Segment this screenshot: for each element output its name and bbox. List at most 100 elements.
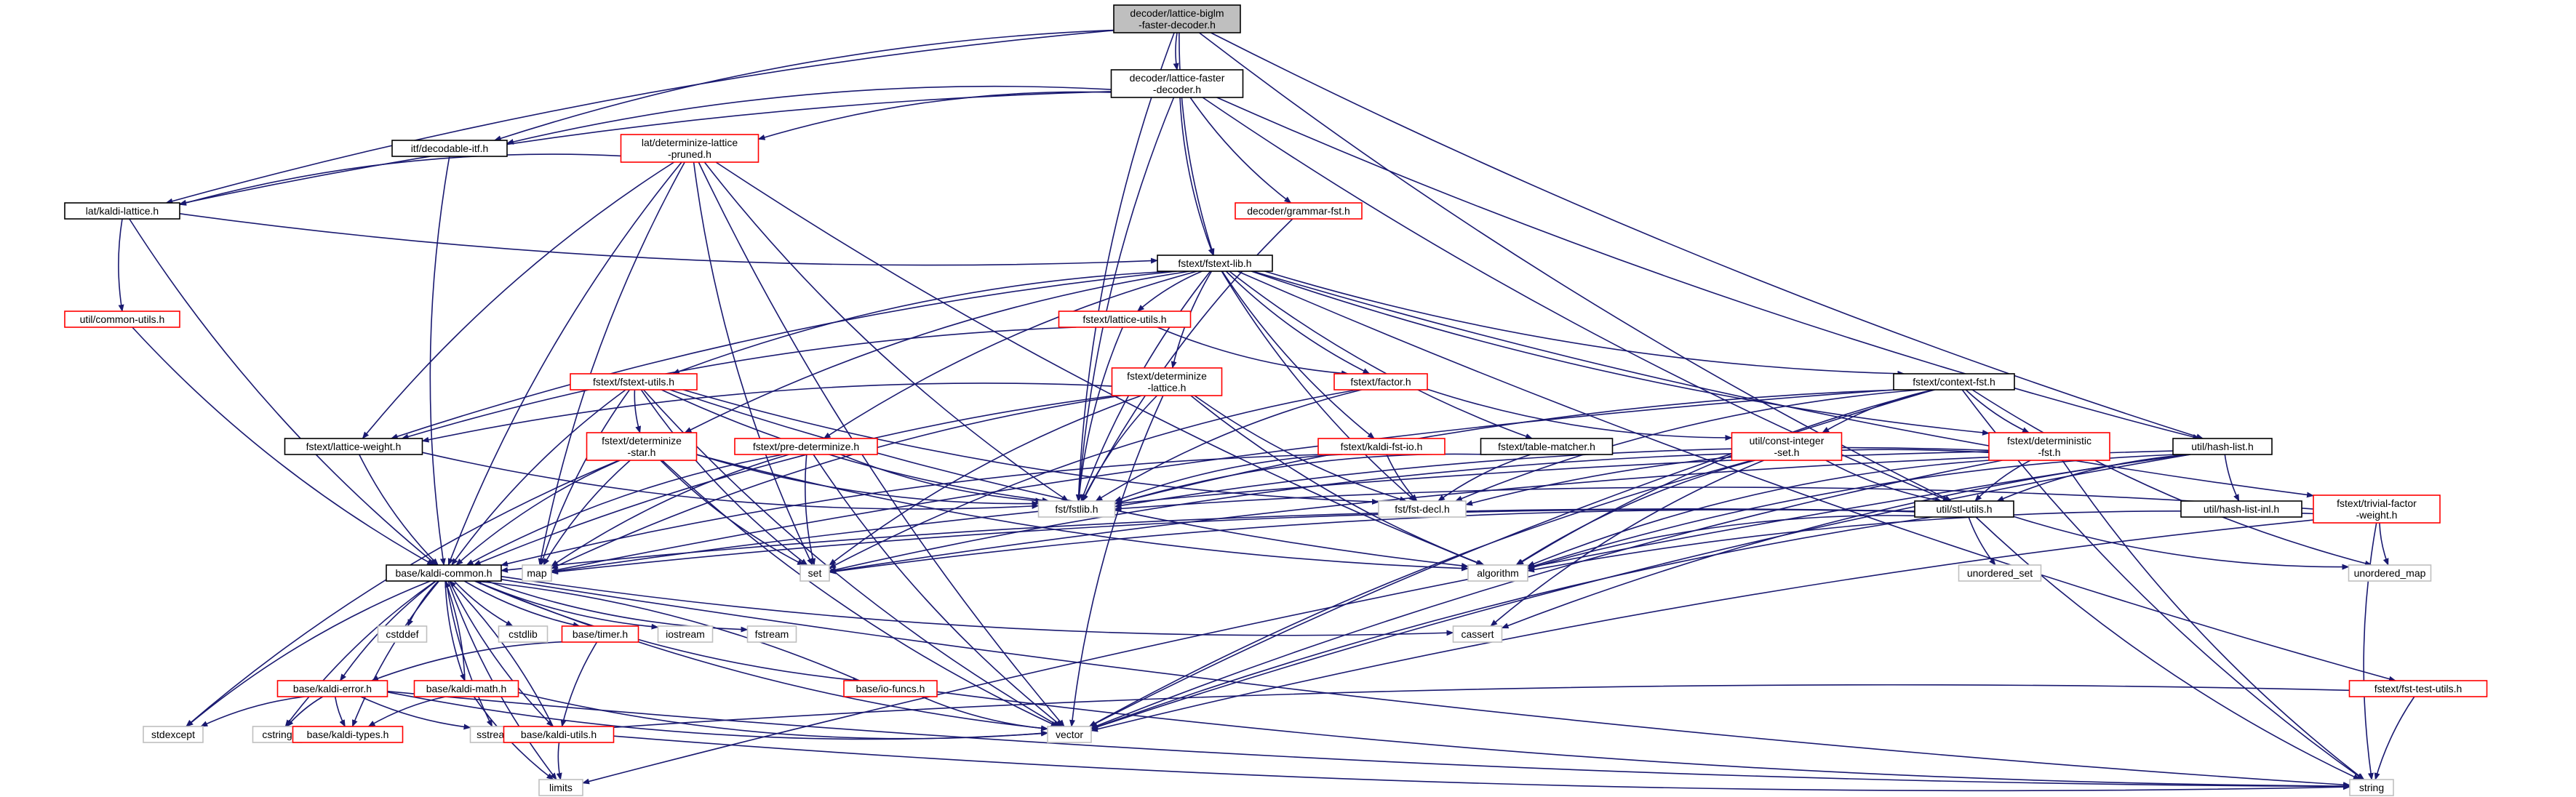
edge-fdet-to-vector xyxy=(1090,460,2003,729)
node-label: fstext/pre-determinize.h xyxy=(753,441,859,452)
node-ftfw[interactable]: fstext/trivial-factor-weight.h xyxy=(2313,494,2441,524)
edge-fdl-to-algorithm xyxy=(1190,395,1485,566)
node-label: util/hash-list.h xyxy=(2191,441,2254,452)
edge-bke-to-sstream xyxy=(360,696,471,730)
node-ffu[interactable]: fstext/fstext-utils.h xyxy=(570,373,698,391)
node-ldlp[interactable]: lat/determinize-lattice-pruned.h xyxy=(620,134,759,163)
node-box xyxy=(276,680,388,697)
node-fkfio[interactable]: fstext/kaldi-fst-io.h xyxy=(1317,438,1445,455)
node-cstdlib: cstdlib xyxy=(498,625,549,643)
node-flu[interactable]: fstext/lattice-utils.h xyxy=(1058,311,1192,328)
node-fdet[interactable]: fstext/deterministic-fst.h xyxy=(1988,432,2110,461)
edge-fstextlib-to-flw xyxy=(390,271,1178,439)
node-label: lat/determinize-lattice xyxy=(642,137,738,148)
edge-ffactor-to-set xyxy=(829,389,1357,569)
node-label: lat/kaldi-lattice.h xyxy=(86,205,159,217)
node-uci[interactable]: util/const-integer-set.h xyxy=(1731,432,1843,461)
node-box xyxy=(2172,438,2273,455)
edge-fcf-to-fstdecl xyxy=(1454,389,1921,502)
node-label: fstext/lattice-utils.h xyxy=(1082,313,1166,325)
node-bif[interactable]: base/io-funcs.h xyxy=(843,680,938,697)
edge-lkl-to-bkc xyxy=(129,218,437,566)
node-ftm[interactable]: fstext/table-matcher.h xyxy=(1480,438,1614,455)
edge-fcf-to-fdet xyxy=(1965,389,2030,433)
node-lkl[interactable]: lat/kaldi-lattice.h xyxy=(64,202,180,220)
node-label: -star.h xyxy=(628,446,656,458)
node-label: cstdlib xyxy=(509,628,538,640)
node-bkc[interactable]: base/kaldi-common.h xyxy=(386,564,502,582)
node-bkt[interactable]: base/kaldi-types.h xyxy=(292,726,404,743)
node-bku[interactable]: base/kaldi-utils.h xyxy=(503,726,615,743)
node-lfd[interactable]: decoder/lattice-faster-decoder.h xyxy=(1110,69,1244,98)
edge-fdl-to-set xyxy=(829,395,1142,566)
node-map: map xyxy=(522,564,552,582)
node-fcf[interactable]: fstext/context-fst.h xyxy=(1893,373,2015,391)
node-fdl[interactable]: fstext/determinize-lattice.h xyxy=(1111,367,1223,396)
node-box xyxy=(1467,564,1528,582)
file-nodes: decoder/lattice-biglm-faster-decoder.h de… xyxy=(64,4,2488,796)
edge-fdl-to-vector xyxy=(1069,395,1164,727)
edge-lfd-to-lkl xyxy=(179,91,1112,206)
node-box xyxy=(561,625,639,643)
edge-flw-to-fstlib xyxy=(422,452,1040,510)
node-itf[interactable]: itf/decodable-itf.h xyxy=(391,140,508,157)
node-uset: unordered_set xyxy=(1958,564,2042,582)
node-label: -decoder.h xyxy=(1153,84,1201,95)
node-box xyxy=(1235,202,1363,220)
node-box xyxy=(586,432,698,461)
edge-fstextlib-to-fcf xyxy=(1264,271,1905,377)
node-box xyxy=(391,140,508,157)
edge-fdl-to-bkc xyxy=(473,395,1115,566)
node-box xyxy=(2348,680,2488,697)
node-bke[interactable]: base/kaldi-error.h xyxy=(276,680,388,697)
node-label: fstext/trivial-factor xyxy=(2337,497,2417,509)
node-ucommon[interactable]: util/common-utils.h xyxy=(64,311,180,328)
edge-ffu-to-map xyxy=(540,389,631,566)
node-label: fstext/lattice-weight.h xyxy=(306,441,402,452)
edge-fpd-to-bkc xyxy=(466,454,783,566)
node-label: -pruned.h xyxy=(668,148,711,160)
node-box xyxy=(2348,564,2432,582)
edge-fstextlib-to-ftfw xyxy=(1252,271,2314,498)
node-uhli[interactable]: util/hash-list-inl.h xyxy=(2180,500,2302,518)
node-stdexcept: stdexcept xyxy=(143,726,204,743)
edge-fdl-to-map xyxy=(551,395,1122,569)
node-usu[interactable]: util/stl-utils.h xyxy=(1914,500,2014,518)
edge-bke-to-stdexcept xyxy=(200,696,305,727)
node-flw[interactable]: fstext/lattice-weight.h xyxy=(284,438,423,455)
edge-flu-to-fstlib xyxy=(1076,327,1123,502)
node-fftu[interactable]: fstext/fst-test-utils.h xyxy=(2348,680,2488,697)
node-cstring: cstring xyxy=(252,726,303,743)
node-iostream: iostream xyxy=(657,625,714,643)
node-ffactor[interactable]: fstext/factor.h xyxy=(1333,373,1428,391)
node-grammar[interactable]: decoder/grammar-fst.h xyxy=(1235,202,1363,220)
node-box xyxy=(1037,500,1116,518)
node-label: base/kaldi-types.h xyxy=(307,729,389,740)
node-fstextlib[interactable]: fstext/fstext-lib.h xyxy=(1157,255,1273,272)
edge-root-to-fstextlib xyxy=(1179,32,1215,256)
edge-bkc-to-bif xyxy=(474,580,861,684)
node-fds[interactable]: fstext/determinize-star.h xyxy=(586,432,698,461)
edge-root-to-lkl xyxy=(165,30,1114,204)
node-label: util/common-utils.h xyxy=(80,313,165,325)
node-btimer[interactable]: base/timer.h xyxy=(561,625,639,643)
edge-fds-to-bkc xyxy=(455,460,621,566)
node-fpd[interactable]: fstext/pre-determinize.h xyxy=(734,438,878,455)
edge-root-to-lfd xyxy=(1173,32,1179,71)
node-label: base/timer.h xyxy=(573,628,628,640)
node-root[interactable]: decoder/lattice-biglm-faster-decoder.h xyxy=(1113,4,1241,33)
edge-ffu-to-fstdecl xyxy=(682,389,1379,505)
edge-usu-to-string xyxy=(1975,516,2361,780)
node-vector: vector xyxy=(1047,726,1092,743)
edge-usu-to-umap xyxy=(2013,516,2350,570)
node-bkm[interactable]: base/kaldi-math.h xyxy=(413,680,519,697)
node-label: base/kaldi-error.h xyxy=(293,683,372,694)
node-label: unordered_set xyxy=(1967,567,2033,579)
edge-fstextlib-to-fstdecl xyxy=(1221,271,1416,502)
node-label: -faster-decoder.h xyxy=(1139,19,1216,31)
edge-fpd-to-map xyxy=(551,454,789,567)
node-uhl[interactable]: util/hash-list.h xyxy=(2172,438,2273,455)
edge-bkc-to-stdexcept xyxy=(186,580,431,727)
node-box xyxy=(538,779,583,796)
node-fstlib: fst/fstlib.h xyxy=(1037,500,1116,518)
